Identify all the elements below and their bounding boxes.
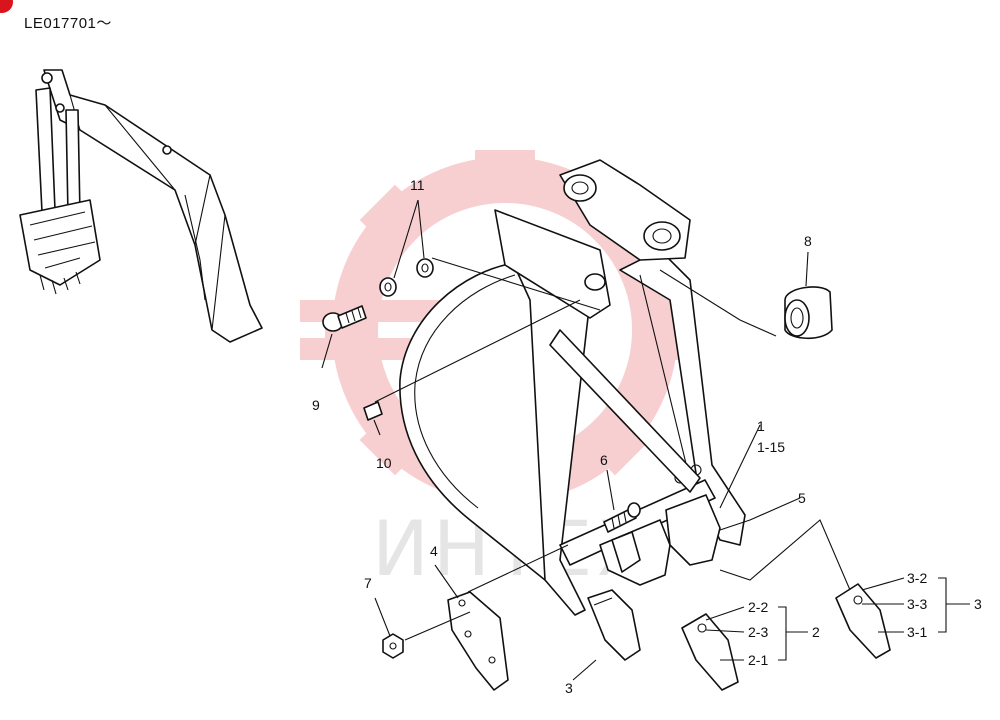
leader-lines	[321, 199, 970, 681]
callout-10: 10	[376, 455, 392, 471]
tooth-assembly-2	[681, 613, 739, 691]
bucket-assembly	[399, 159, 746, 616]
side-cutter-4	[447, 591, 509, 691]
callout-3-1: 3-1	[907, 624, 927, 640]
callout-4: 4	[430, 543, 438, 559]
serial-number-label: LE017701～	[24, 15, 112, 32]
bolt-6	[603, 502, 641, 533]
callout-labels: 11 8 9 10 1 1-15 6 5 4 7 3 2-2 2-3 2-1 2…	[312, 177, 982, 696]
callout-3-2: 3-2	[907, 570, 927, 586]
callout-9: 9	[312, 397, 320, 413]
bushing-8	[784, 286, 833, 340]
callout-2: 2	[812, 624, 820, 640]
corner-marker	[0, 0, 13, 13]
callout-3-bottom: 3	[565, 680, 573, 696]
callout-11: 11	[410, 177, 425, 193]
tooth-3	[587, 589, 641, 661]
callout-1-15: 1-15	[757, 439, 785, 455]
callout-2-3: 2-3	[748, 624, 768, 640]
washers-11	[379, 258, 434, 297]
callout-7: 7	[364, 575, 372, 591]
callout-1: 1	[757, 418, 765, 434]
bolt-9	[322, 305, 367, 332]
callout-8: 8	[804, 233, 812, 249]
nut-7	[382, 633, 404, 659]
callout-6: 6	[600, 452, 608, 468]
callout-5: 5	[798, 490, 806, 506]
excavator-arm-locator	[19, 69, 263, 343]
callout-3-right: 3	[974, 596, 982, 612]
tooth-assembly-3	[835, 583, 891, 659]
pin-10	[363, 401, 383, 421]
callout-3-3: 3-3	[907, 596, 927, 612]
callout-2-1: 2-1	[748, 652, 768, 668]
callout-2-2: 2-2	[748, 599, 768, 615]
